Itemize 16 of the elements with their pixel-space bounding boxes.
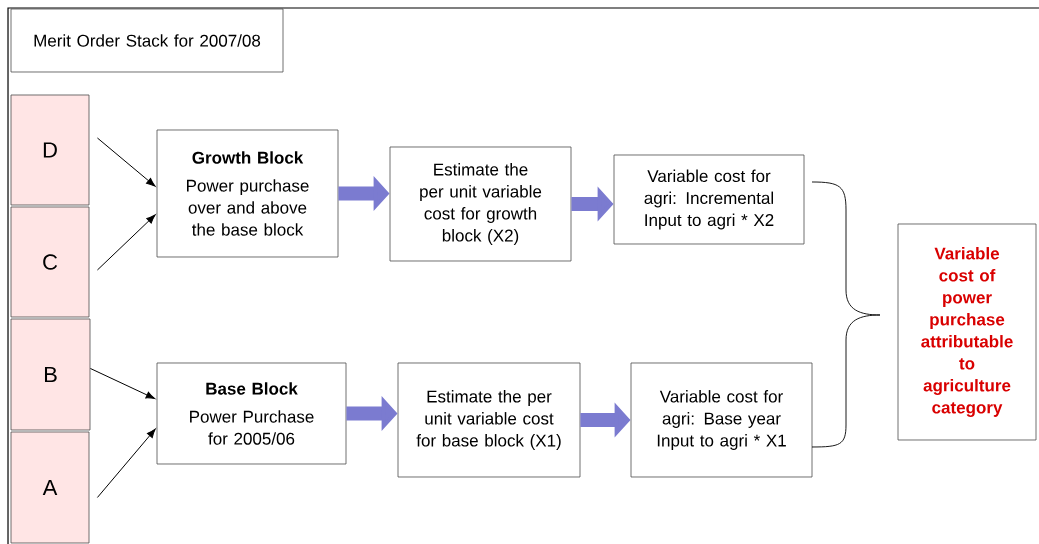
arrow	[96, 428, 156, 498]
stack-block: D	[10, 94, 90, 206]
process-box: Variable cost for agri: Incremental Input to agri * X2	[613, 154, 805, 245]
process-box: Estimate the per unit variable cost for base block (X1)	[397, 362, 581, 478]
process-box: Variable cost for agri: Base year Input to agri * X1	[630, 362, 813, 478]
arrow	[96, 137, 156, 187]
title-box: Merit Order Stack for 2007/08	[10, 8, 284, 73]
stack-block: C	[10, 206, 90, 318]
stack-block: A	[10, 431, 90, 544]
process-box: Growth Block Power purchase over and above the base block	[156, 129, 339, 258]
arrow	[89, 368, 156, 400]
arrow	[96, 214, 156, 271]
stack-block: B	[10, 318, 91, 431]
process-box: Base Block Power Purchase for 2005/06	[156, 362, 347, 465]
result-box: Variable cost of power purchase attributable to agriculture category	[897, 223, 1037, 441]
process-box: Estimate the per unit variable cost for growth block (X2)	[389, 146, 572, 262]
